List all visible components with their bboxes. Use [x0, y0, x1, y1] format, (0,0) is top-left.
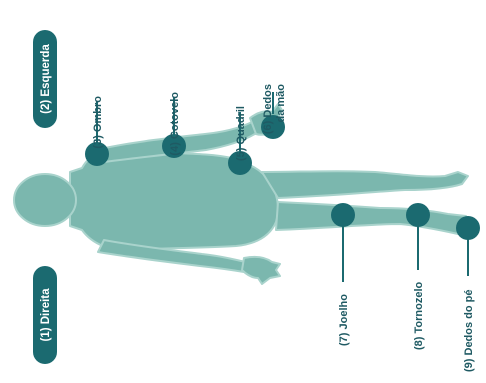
side-pill-right: (1) Direita	[33, 266, 57, 364]
label-tornozelo: (8) Tornozelo	[413, 281, 425, 350]
marker-tornozelo[interactable]	[406, 203, 430, 227]
right-leg	[276, 202, 470, 234]
label-ombro: (3) Ombro	[92, 96, 104, 149]
right-hand	[242, 257, 280, 284]
label-dedos-pe: (9) Dedos do pé	[463, 289, 475, 372]
side-label-left: (2) Esquerda	[40, 44, 52, 114]
marker-dedos-pe[interactable]	[456, 216, 480, 240]
side-label-right: (1) Direita	[40, 288, 52, 342]
side-pill-left: (2) Esquerda	[33, 30, 57, 128]
left-leg	[262, 171, 468, 198]
marker-joelho[interactable]	[331, 203, 355, 227]
label-joelho: (7) Joelho	[338, 294, 350, 346]
head	[14, 174, 76, 226]
label-dedos-mao-line2: da mão	[275, 84, 287, 123]
label-dedos-mao-line1: (6) Dedos	[262, 84, 274, 134]
label-cotovelo: (4) Cotovelo	[169, 92, 181, 156]
label-quadril: (5) Quadril	[235, 106, 247, 161]
